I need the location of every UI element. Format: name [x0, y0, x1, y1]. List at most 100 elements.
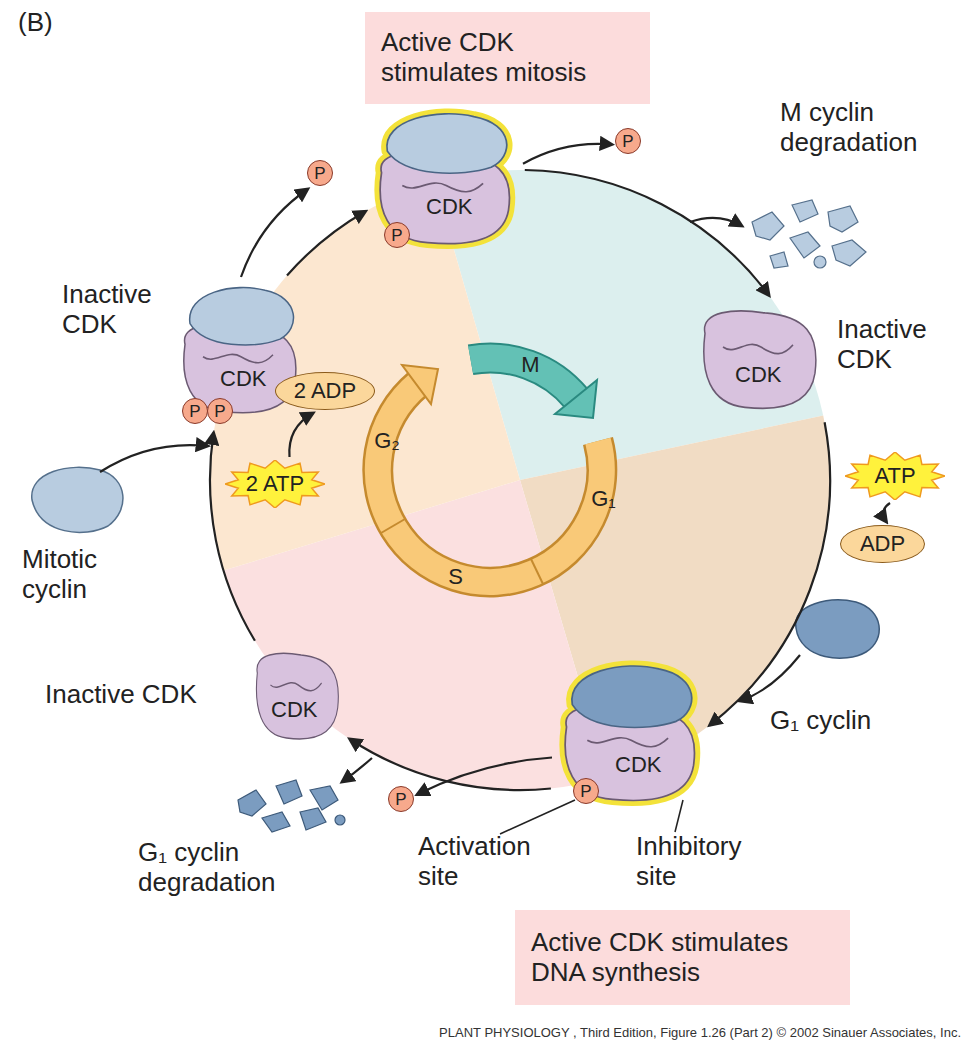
mitotic-cyclin-shape [32, 467, 123, 532]
atp-starburst: 2 ATP [225, 460, 325, 508]
phosphate-label: P [395, 791, 406, 808]
drawing-part [335, 815, 345, 825]
cdk-complex-shape [250, 648, 345, 743]
phosphate-label: P [189, 403, 200, 420]
phase-segment: M [513, 350, 548, 380]
drawing-part [300, 808, 326, 830]
inhibitory-site-line [402, 183, 483, 192]
g1-cyclin-fragments [238, 780, 345, 832]
text-label: (B) [18, 8, 53, 38]
inhibitory-site-line [270, 683, 321, 691]
release-arrow [417, 758, 552, 795]
cdk-complex: Inactive CDK CDK [690, 300, 962, 418]
drawing-part [310, 786, 338, 810]
m-cyclin-fragments [752, 200, 866, 268]
text-label: G₁ cyclin degradation [138, 838, 308, 898]
drawing-part [752, 212, 784, 240]
cycle-ring-arrowhead [402, 365, 438, 404]
release-arrow [241, 189, 308, 277]
drawing-part [832, 240, 866, 266]
state-heading: Inactive CDK [837, 315, 955, 375]
cdk-label: CDK [271, 697, 317, 722]
starburst-outline [845, 452, 945, 500]
leader-line [500, 800, 575, 834]
cdk-label: CDK [220, 366, 266, 391]
cdk-complex: Inactive CDK CDK PP [60, 280, 305, 428]
drawing-part [238, 790, 266, 816]
cycle-arrow [210, 433, 255, 641]
adp-oval: ADP [840, 525, 925, 563]
active-glow [572, 666, 692, 728]
node-text: 2 ADP [294, 378, 356, 403]
degradation-arrow [342, 758, 372, 782]
phase-divider [381, 519, 405, 533]
node-text: Active CDK stimulates DNA synthesis [531, 928, 834, 988]
phase-segment: S [440, 562, 471, 592]
phase-segment: G₂ [366, 426, 408, 456]
cycle-arrow [350, 739, 551, 790]
text-label: Inhibitory site [636, 832, 786, 892]
cyclin-shape [572, 666, 692, 728]
phosphate-circle: P [207, 398, 233, 424]
state-heading: Inactive CDK [45, 680, 197, 710]
cdk-label: CDK [615, 752, 661, 777]
phosphate-circle: P [182, 398, 208, 424]
starburst-outline [225, 460, 325, 508]
drawing-part [790, 232, 820, 258]
cdk-label: CDK [426, 194, 472, 219]
cdk-shape [256, 653, 338, 739]
cdk-complex: CDK P [370, 108, 520, 253]
phase-note-box: Active CDK stimulates mitosis [365, 12, 650, 104]
cdk-shape [704, 311, 816, 408]
cyclin-shape [387, 114, 507, 173]
text-label: G₁ cyclin [770, 706, 871, 736]
inhibitory-site-line [587, 738, 668, 747]
phosphate-label: P [314, 165, 325, 182]
text-label: M cyclin degradation [780, 98, 950, 158]
node-text: 2 ATP [246, 471, 304, 496]
cdk-complex-shape [695, 305, 825, 413]
phosphate-circle: P [615, 128, 641, 154]
node-text: Active CDK stimulates mitosis [381, 28, 634, 88]
cycle-arrow [287, 211, 366, 275]
phosphate-circle: P [388, 786, 414, 812]
inhibitory-site-line [203, 354, 273, 362]
drawing-part [770, 252, 788, 268]
text-label: Activation site [418, 832, 568, 892]
adp-oval: 2 ADP [275, 372, 375, 410]
node-text: ATP [874, 463, 915, 488]
phosphate-label: P [580, 783, 591, 800]
cdk-complex: CDK P [555, 660, 705, 812]
node-text: M [521, 352, 539, 377]
phosphate-label: P [391, 227, 402, 244]
phase-divider [531, 559, 543, 584]
phase-note-box: Active CDK stimulates DNA synthesis [515, 910, 850, 1005]
m-arrowhead [555, 380, 597, 418]
cyclin-binding-arrow [100, 445, 208, 472]
phosphate-circle: P [384, 222, 410, 248]
text-label: Mitotic cyclin [22, 545, 152, 605]
phosphate-circle: P [307, 160, 333, 186]
atp-starburst: ATP [845, 452, 945, 500]
phosphate-circle: P [573, 778, 599, 804]
release-arrow [883, 503, 890, 522]
g1-cyclin-shape [796, 600, 880, 658]
cycle-arrow [710, 422, 831, 725]
inhibitory-site-line [723, 344, 793, 353]
cyclin-shape [190, 288, 294, 345]
phase-segment: G₁ [583, 484, 624, 514]
state-heading: Inactive CDK [62, 280, 174, 340]
phosphate-label: P [214, 403, 225, 420]
drawing-part [262, 812, 290, 832]
node-text: S [448, 564, 463, 589]
leader-line [675, 800, 683, 832]
release-arrow [523, 144, 612, 164]
release-arrow [289, 413, 313, 457]
node-text: G₁ [591, 486, 616, 511]
figure-caption: PLANT PHYSIOLOGY , Third Edition, Figure… [439, 1026, 961, 1041]
node-text: ADP [860, 531, 905, 556]
cycle-arrow [525, 170, 769, 296]
phosphate-label: P [622, 133, 633, 150]
cdk-label: CDK [735, 362, 781, 387]
